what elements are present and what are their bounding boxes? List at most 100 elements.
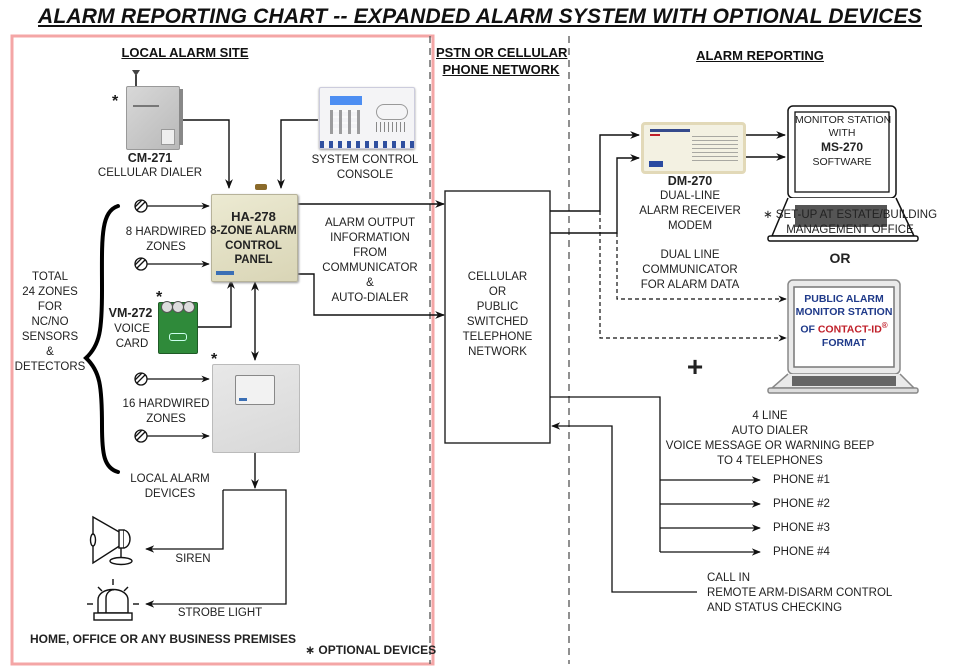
alarm-output-line: AUTO-DIALER (331, 292, 409, 304)
monitor-station-line1: MONITOR STATION (795, 114, 892, 126)
auto-dialer-line3: VOICE MESSAGE OR WARNING BEEP (665, 440, 875, 452)
control-panel-line3: PANEL (234, 254, 273, 266)
or-label: OR (829, 250, 851, 266)
control-panel-line1: 8-ZONE ALARM (210, 225, 297, 237)
receiver-line1: DUAL-LINE (659, 190, 721, 202)
alarm-output-line: ALARM OUTPUT (324, 217, 416, 229)
alarm-output-line: & (366, 277, 374, 289)
line-call-in (551, 422, 697, 593)
strobe-label: STROBE LIGHT (177, 607, 263, 619)
cellular-dialer-model: CM-271 (127, 151, 173, 165)
call-in-line1: CALL IN (707, 572, 751, 584)
cellular-dialer-label: CELLULAR DIALER (97, 167, 203, 179)
section-network-line1: PSTN OR CELLULAR (436, 45, 568, 60)
total-zones-line: SENSORS (21, 331, 79, 343)
total-zones-line: TOTAL (32, 271, 68, 283)
network-line: OR (488, 286, 507, 298)
voice-card-device (158, 301, 198, 354)
voice-card-line2: CARD (115, 338, 149, 350)
zone-expander-device (212, 364, 300, 453)
network-line: SWITCHED (466, 316, 529, 328)
public-station-label: PUBLIC ALARM MONITOR STATION OF CONTACT-… (794, 293, 894, 350)
total-zones-line: DETECTORS (14, 361, 86, 373)
alarm-receiver-modem-device (641, 122, 746, 174)
cellular-dialer-device (126, 86, 183, 150)
zone-sensor-icon (134, 429, 148, 443)
monitor-station-line2: WITH (828, 127, 856, 139)
zones-16-label-line1: 16 HARDWIRED (122, 398, 210, 410)
optional-star: * (112, 93, 119, 110)
control-panel-device (211, 194, 298, 282)
call-in-line2: REMOTE ARM-DISARM CONTROL (707, 587, 893, 599)
optional-star: * (211, 351, 218, 368)
section-alarm-reporting: ALARM REPORTING (696, 48, 824, 63)
monitor-station-model: MS-270 (820, 140, 864, 154)
network-line: CELLULAR (467, 271, 528, 283)
console-label-line2: CONSOLE (336, 169, 394, 181)
zone-sensor-icon (134, 372, 148, 386)
public-station-line3: OF CONTACT-ID® (794, 319, 894, 337)
panel-antenna-icon (255, 184, 267, 190)
premises-label: HOME, OFFICE OR ANY BUSINESS PREMISES (30, 632, 297, 646)
console-label-line1: SYSTEM CONTROL (311, 154, 419, 166)
line-voice-to-panel (197, 279, 235, 328)
line-siren (145, 490, 224, 553)
auto-dialer-line1: 4 LINE (752, 410, 788, 422)
phone-4-label: PHONE #4 (773, 546, 830, 558)
total-zones-label: TOTAL 24 ZONES FOR NC/NO SENSORS & DETEC… (14, 270, 86, 375)
network-line: TELEPHONE (462, 331, 533, 343)
line-dialer-to-panel (182, 119, 233, 189)
siren-label: SIREN (175, 553, 211, 565)
antenna-icon (132, 70, 140, 87)
optional-star: * (156, 289, 163, 306)
line-console-to-panel (277, 119, 318, 189)
alarm-output-line: FROM (353, 247, 387, 259)
line-strobe (145, 489, 287, 608)
system-control-console-device (319, 87, 415, 149)
line-network-to-receiver-1 (550, 131, 640, 212)
control-panel-model: HA-278 (231, 209, 276, 224)
network-box-outline (444, 190, 551, 444)
line-dashed-public-1 (616, 233, 787, 303)
registered-mark: ® (881, 321, 888, 330)
dual-line-line3: FOR ALARM DATA (640, 279, 740, 291)
monitor-station-laptop-icon (767, 105, 919, 242)
alarm-output-line: INFORMATION (330, 232, 410, 244)
public-station-laptop-icon (767, 279, 919, 394)
public-station-line2: MONITOR STATION (795, 306, 893, 318)
voice-card-line1: VOICE (114, 323, 150, 335)
line-panel-to-network-2 (297, 273, 445, 319)
network-box: CELLULAR OR PUBLIC SWITCHED TELEPHONE NE… (445, 270, 550, 360)
call-in-line3: AND STATUS CHECKING (707, 602, 843, 614)
local-devices-line2: DEVICES (144, 488, 196, 500)
zones-8-label-line1: 8 HARDWIRED (125, 226, 207, 238)
public-station-of: OF (800, 323, 818, 336)
zones-brace (83, 204, 120, 474)
public-station-line4: FORMAT (821, 336, 867, 349)
local-devices-line1: LOCAL ALARM (130, 473, 210, 485)
line-network-to-receiver-2 (550, 154, 640, 234)
auto-dialer-line4: TO 4 TELEPHONES (717, 455, 823, 467)
line-dashed-public-2 (599, 211, 787, 342)
section-network-line2: PHONE NETWORK (442, 62, 560, 77)
dual-line-line2: COMMUNICATOR (642, 264, 738, 276)
plus-icon: + (686, 351, 704, 382)
network-line: PUBLIC (476, 301, 519, 313)
zones-16-label-line2: ZONES (146, 413, 186, 425)
monitor-station-software: SOFTWARE (812, 156, 872, 168)
public-station-line1: PUBLIC ALARM (804, 293, 884, 305)
phone-2-label: PHONE #2 (773, 498, 830, 510)
zone-sensor-icon (134, 199, 148, 213)
receiver-line3: MODEM (667, 220, 713, 232)
receiver-line2: ALARM RECEIVER (639, 205, 741, 217)
dual-line-line1: DUAL LINE (660, 249, 720, 261)
siren-icon (89, 515, 133, 566)
optional-devices-note: ∗ OPTIONAL DEVICES (305, 643, 437, 657)
phone-1-label: PHONE #1 (773, 474, 830, 486)
total-zones-line: FOR (37, 301, 63, 313)
alarm-output-label: ALARM OUTPUT INFORMATION FROM COMMUNICAT… (315, 216, 425, 306)
alarm-output-line: COMMUNICATOR (322, 262, 418, 274)
section-local-alarm-site: LOCAL ALARM SITE (121, 45, 249, 60)
zones-8-label-line2: ZONES (146, 241, 186, 253)
